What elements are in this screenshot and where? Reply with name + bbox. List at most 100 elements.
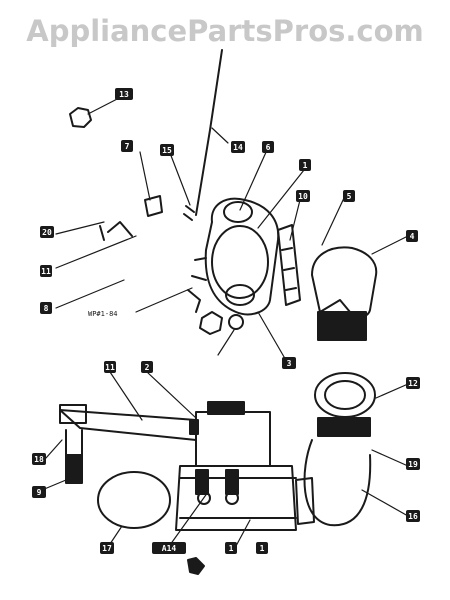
leader-line xyxy=(217,329,235,356)
hex-nut xyxy=(69,107,92,128)
screw xyxy=(189,419,199,435)
callout-c24: A14 xyxy=(152,542,186,554)
callout-box xyxy=(152,542,186,554)
callout-label: 2 xyxy=(145,363,150,372)
callout-box xyxy=(40,265,52,277)
callout-label: 19 xyxy=(408,460,418,469)
leader-line xyxy=(139,151,151,201)
callout-c23: 1 xyxy=(256,542,268,554)
callout-label: 1 xyxy=(229,544,234,553)
callout-c17: 19 xyxy=(406,458,420,470)
leader-line xyxy=(235,519,251,547)
callout-box xyxy=(406,458,420,470)
callout-label: 1 xyxy=(260,544,265,553)
callout-box xyxy=(104,361,116,373)
leader-line xyxy=(257,169,305,229)
elbow-upper xyxy=(311,246,378,341)
mounting-arm xyxy=(59,404,197,484)
callout-label: 10 xyxy=(298,192,308,201)
callout-label: 1 xyxy=(303,161,308,170)
callout-label: 8 xyxy=(44,304,49,313)
callout-label: 20 xyxy=(42,228,52,237)
part-number-text: WP#1-84 xyxy=(88,310,118,318)
spring xyxy=(183,205,195,221)
callout-c12: 8 xyxy=(40,302,52,314)
leader-line xyxy=(109,371,143,421)
callout-box xyxy=(343,190,355,202)
callout-c16: 12 xyxy=(406,377,420,389)
leader-line xyxy=(146,371,197,419)
callout-c14: 2 xyxy=(141,361,153,373)
callout-box xyxy=(100,542,114,554)
gasket-strip xyxy=(277,224,301,306)
callout-box xyxy=(141,361,153,373)
callout-c5: 6 xyxy=(262,141,274,153)
clip xyxy=(144,195,163,217)
callout-label: 7 xyxy=(125,142,130,151)
leader-line xyxy=(289,199,301,241)
leader-line xyxy=(55,235,137,269)
rod xyxy=(195,49,223,216)
callout-box xyxy=(296,190,310,202)
callout-box xyxy=(262,141,274,153)
callout-box xyxy=(282,357,296,369)
callout-box xyxy=(406,230,418,242)
callout-box xyxy=(32,486,46,498)
callout-c8: 5 xyxy=(343,190,355,202)
leader-line xyxy=(239,149,268,211)
leader-line xyxy=(371,449,409,467)
callout-label: 17 xyxy=(102,544,112,553)
callout-label: 13 xyxy=(119,90,129,99)
callout-c10: 4 xyxy=(406,230,418,242)
callout-label: 11 xyxy=(41,267,51,276)
callout-box xyxy=(121,140,133,152)
leader-line xyxy=(371,235,409,255)
callout-box xyxy=(299,159,311,171)
callout-c15: 11 xyxy=(104,361,116,373)
callout-c20: 9 xyxy=(32,486,46,498)
leader-line xyxy=(361,489,409,517)
callout-box xyxy=(231,141,245,153)
callout-c1: 13 xyxy=(115,88,133,100)
callout-label: 14 xyxy=(233,143,243,152)
callout-c6: 1 xyxy=(299,159,311,171)
callout-box xyxy=(406,377,420,389)
callout-c21: 17 xyxy=(100,542,114,554)
callout-c13: 3 xyxy=(282,357,296,369)
callout-label: 6 xyxy=(266,143,271,152)
leader-line xyxy=(169,491,209,546)
callout-label: 11 xyxy=(105,363,115,372)
callout-label: 9 xyxy=(37,488,42,497)
bracket xyxy=(99,221,133,241)
callout-c4: 14 xyxy=(231,141,245,153)
leader-line xyxy=(257,311,288,363)
leader-line xyxy=(169,152,191,206)
callout-c11: 11 xyxy=(40,265,52,277)
callout-label: 3 xyxy=(287,359,292,368)
leader-line xyxy=(109,525,123,545)
callout-box xyxy=(40,302,52,314)
callout-label: 12 xyxy=(408,379,418,388)
callout-box xyxy=(160,144,174,156)
small-screw xyxy=(187,557,205,575)
callout-box xyxy=(40,226,54,238)
callout-c19: 18 xyxy=(32,453,46,465)
callout-box xyxy=(406,510,420,522)
callout-box xyxy=(32,453,46,465)
hose-ring xyxy=(97,471,171,529)
leader-line xyxy=(135,287,193,313)
callout-box xyxy=(256,542,268,554)
callout-label: 16 xyxy=(408,512,418,521)
callout-box xyxy=(115,88,133,100)
callout-c22: 1 xyxy=(225,542,237,554)
leader-line xyxy=(55,221,105,235)
callout-label: 4 xyxy=(410,232,415,241)
callout-label: 5 xyxy=(347,192,352,201)
callout-c9: 20 xyxy=(40,226,54,238)
leader-line xyxy=(211,127,229,144)
leader-line xyxy=(55,279,125,309)
callout-c18: 16 xyxy=(406,510,420,522)
callout-box xyxy=(225,542,237,554)
callout-c3: 15 xyxy=(160,144,174,156)
